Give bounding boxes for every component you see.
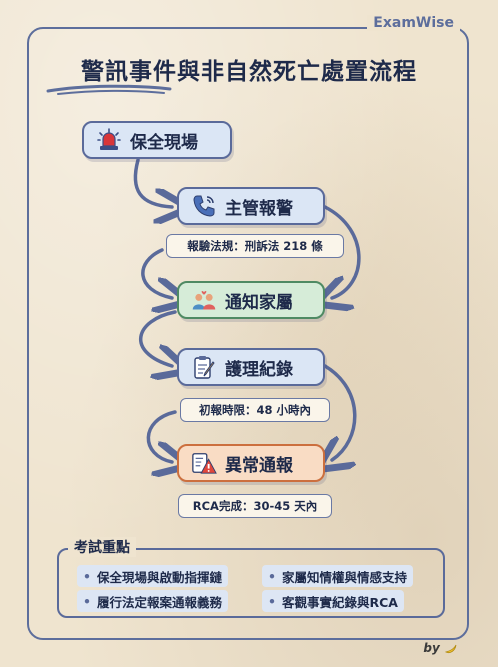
title-underline bbox=[46, 84, 172, 95]
step-report-supervisor: 主管報警 bbox=[177, 187, 325, 225]
bullet-icon: • bbox=[268, 593, 276, 609]
bullet-icon: • bbox=[268, 568, 276, 584]
step-secure-scene: 保全現場 bbox=[82, 121, 232, 159]
step-label: 異常通報 bbox=[225, 455, 293, 476]
arrow-3a bbox=[139, 310, 175, 366]
key-point-text: 家屬知情權與情感支持 bbox=[282, 569, 408, 585]
key-point-text: 客觀事實紀錄與RCA bbox=[282, 594, 398, 610]
byline: by bbox=[423, 641, 458, 655]
key-points-box bbox=[57, 548, 445, 618]
outer-frame bbox=[27, 27, 469, 640]
key-point-text: 履行法定報案通報義務 bbox=[97, 594, 223, 610]
rca-deadline-tag: RCA完成：30-45 天內 bbox=[178, 494, 332, 518]
key-point-item: • 履行法定報案通報義務 bbox=[77, 590, 229, 612]
key-point-text: 保全現場與啟動指揮鏈 bbox=[97, 569, 223, 585]
key-point-item: • 客觀事實紀錄與RCA bbox=[262, 590, 404, 612]
siren-icon bbox=[96, 127, 122, 153]
page-title: 警訊事件與非自然死亡處置流程 bbox=[81, 59, 417, 85]
legal-basis-tag: 報驗法規：刑訴法 218 條 bbox=[166, 234, 344, 258]
bullet-icon: • bbox=[83, 568, 91, 584]
warning-document-icon bbox=[191, 450, 217, 476]
family-icon bbox=[191, 287, 217, 313]
arrow-2a bbox=[141, 248, 172, 298]
key-point-item: • 家屬知情權與情感支持 bbox=[262, 565, 414, 587]
key-point-item: • 保全現場與啟動指揮鏈 bbox=[77, 565, 229, 587]
phone-icon bbox=[191, 193, 217, 219]
arrow-1 bbox=[133, 158, 172, 207]
clipboard-icon bbox=[191, 354, 217, 380]
time-limit-tag: 初報時限：48 小時內 bbox=[180, 398, 330, 422]
step-incident-report: 異常通報 bbox=[177, 444, 325, 482]
step-label: 主管報警 bbox=[225, 198, 293, 219]
key-points-title: 考試重點 bbox=[68, 537, 136, 557]
step-notify-family: 通知家屬 bbox=[177, 281, 325, 319]
arrow-4b bbox=[325, 364, 357, 460]
step-label: 護理紀錄 bbox=[225, 359, 293, 380]
byline-text: by bbox=[423, 641, 440, 655]
arrow-2b bbox=[325, 205, 361, 298]
brand-label: ExamWise bbox=[367, 15, 460, 31]
arrow-4a bbox=[146, 410, 175, 462]
step-label: 通知家屬 bbox=[225, 292, 293, 313]
step-label: 保全現場 bbox=[130, 132, 198, 153]
banana-icon bbox=[444, 644, 457, 653]
bullet-icon: • bbox=[83, 593, 91, 609]
step-nursing-record: 護理紀錄 bbox=[177, 348, 325, 386]
